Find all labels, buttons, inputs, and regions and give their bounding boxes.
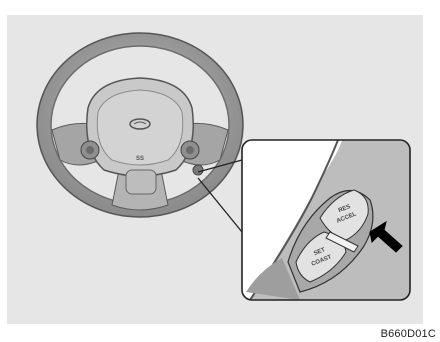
lower-pad <box>126 170 156 194</box>
left-switch-cluster <box>81 141 99 159</box>
switch-detail-inset: RES ACCEL SET COAST <box>242 140 410 300</box>
hub-marking: SS <box>136 156 144 162</box>
figure-code: B660D01C <box>381 328 436 340</box>
steering-wheel: SS <box>37 33 243 217</box>
